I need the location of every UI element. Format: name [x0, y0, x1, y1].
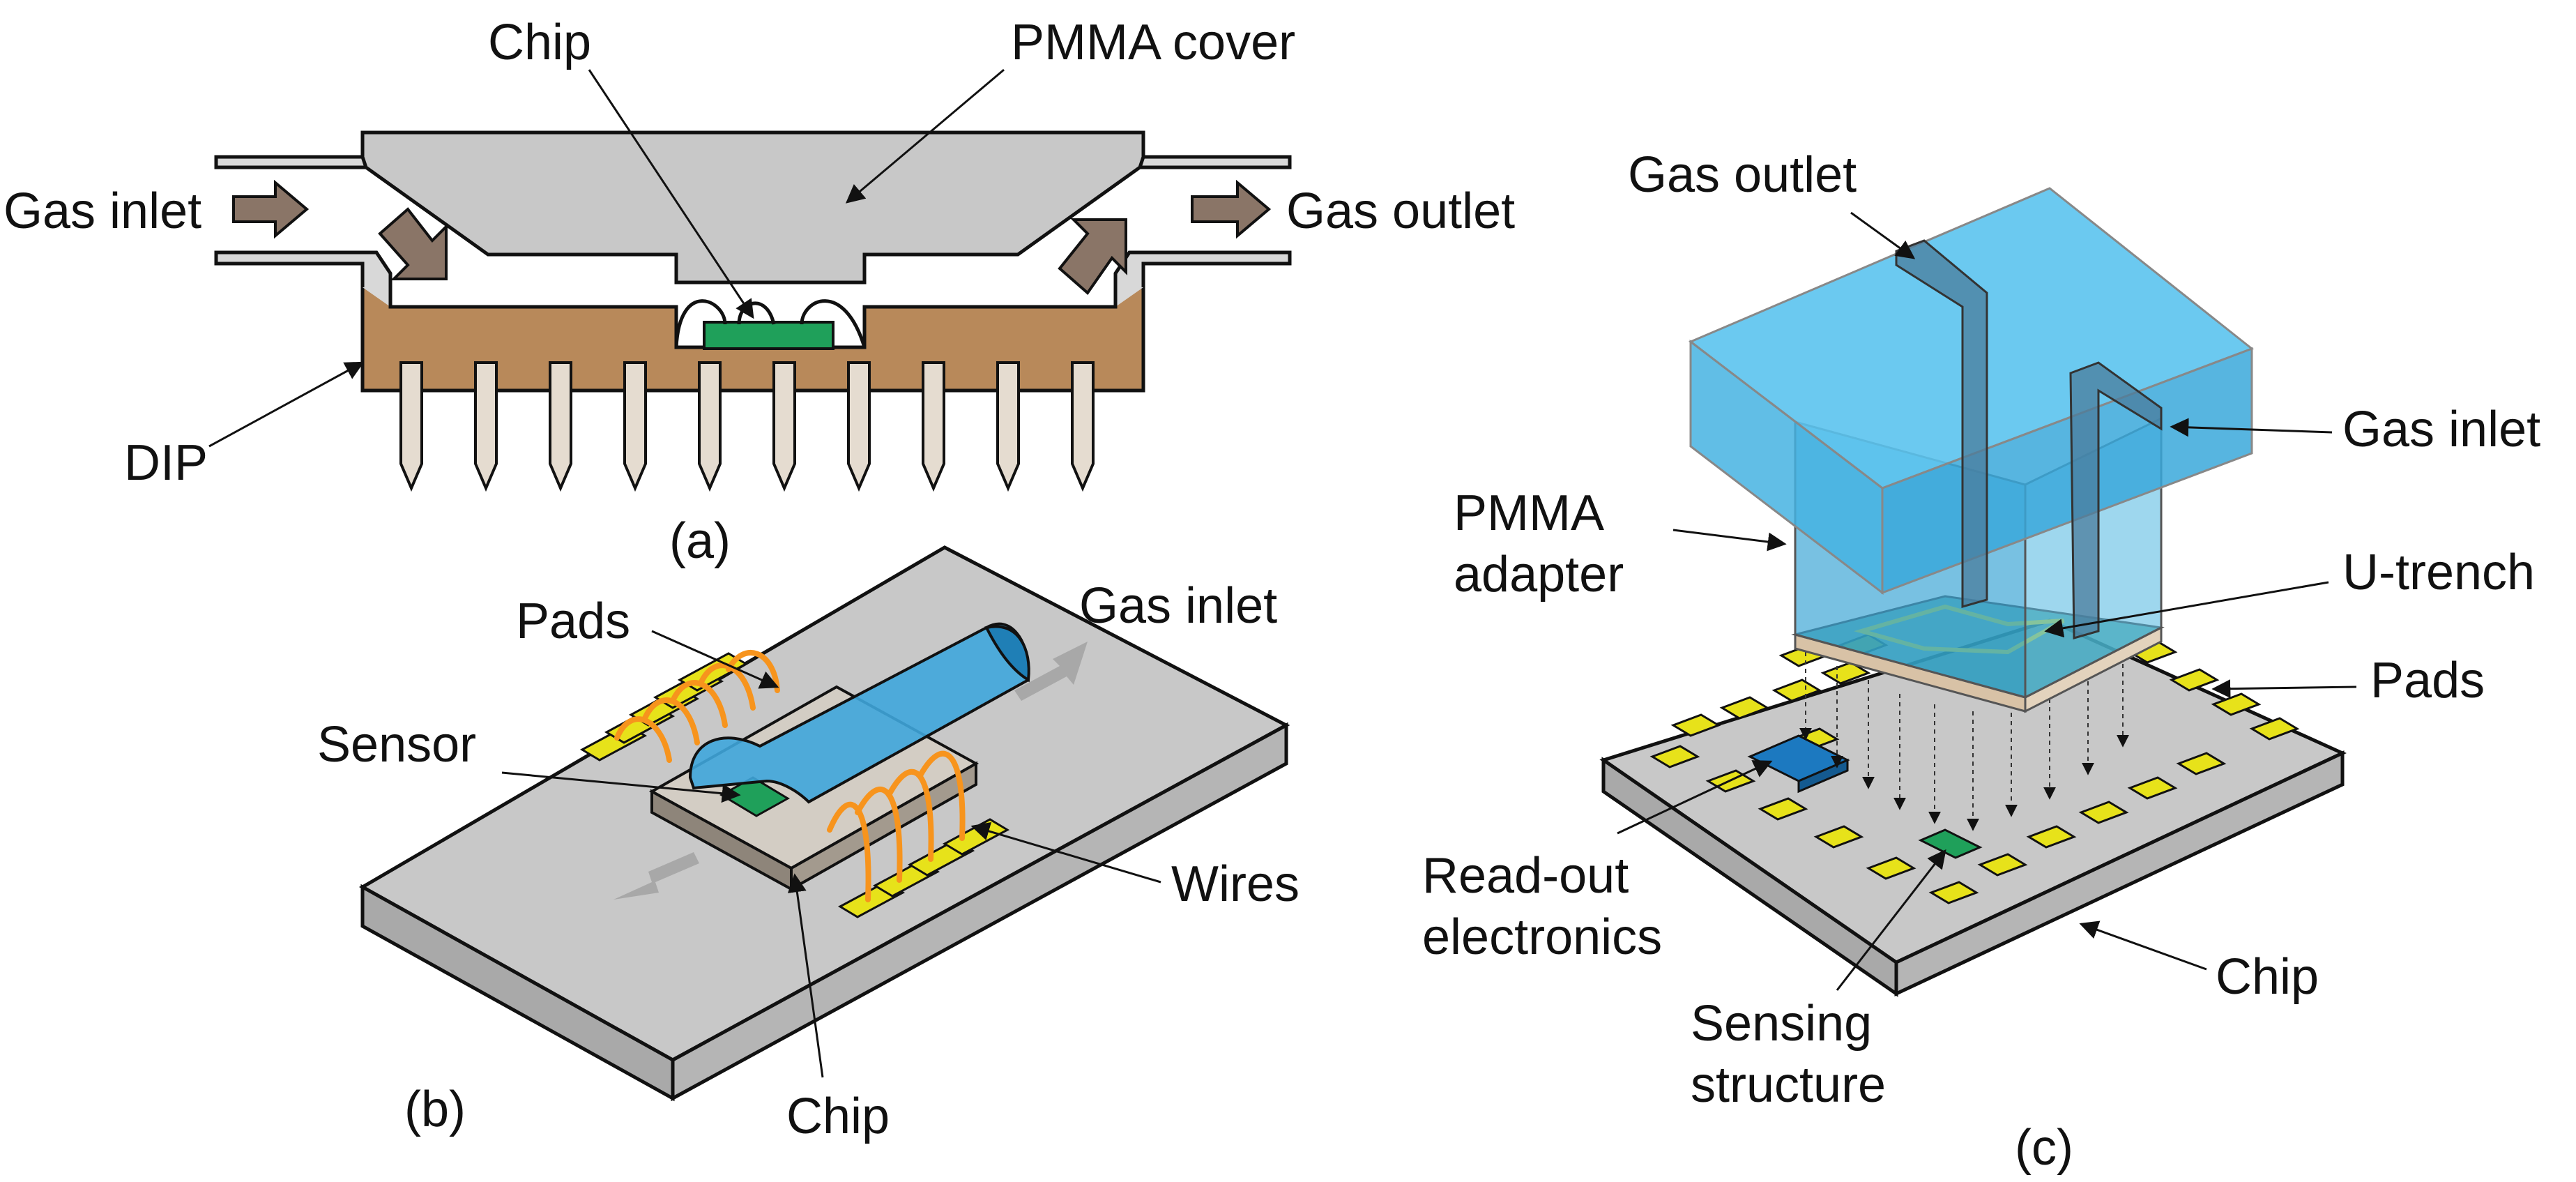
gas-inlet-tube: [2069, 361, 2163, 639]
panel-b: Pads Gas inlet Sensor Wires Chip (b): [317, 545, 1300, 1144]
pad: [2249, 717, 2300, 741]
bond-wire-right: [800, 299, 867, 348]
leader-u-trench: [2044, 581, 2329, 638]
chip-green: [703, 321, 834, 350]
pad: [2127, 776, 2178, 800]
pad: [1977, 853, 2028, 877]
label-pmma-adapter-2: adapter: [1454, 547, 1624, 603]
leader-gas-inlet-c: [2170, 418, 2333, 437]
pin: [922, 361, 945, 492]
label-gas-outlet-c: Gas outlet: [1628, 147, 1857, 203]
panel-a: Chip PMMA cover Gas inlet Gas outlet DIP…: [3, 15, 1515, 569]
gas-outlet-arrow-b: [613, 852, 699, 900]
pad: [1820, 661, 1871, 685]
blue-channel-cover: [688, 622, 1030, 804]
pad: [2078, 801, 2129, 824]
leader-sensing: [1836, 849, 1946, 991]
panel-c: Gas outlet Gas inlet PMMA adapter U-tren…: [1422, 147, 2540, 1176]
flow-arrow-outlet: [1191, 179, 1272, 239]
leader-dip: [208, 361, 365, 448]
leader-gas-outlet-c: [1850, 211, 1916, 259]
pin: [474, 361, 498, 492]
pad: [1670, 713, 1721, 737]
bond-wire-left: [674, 299, 727, 348]
label-gas-inlet-c: Gas inlet: [2342, 402, 2540, 457]
blue-channel-end: [984, 625, 1030, 683]
leader-wires: [970, 821, 1161, 884]
leader-sensor: [501, 771, 741, 803]
leader-chip-b: [787, 873, 824, 1078]
wire: [917, 750, 966, 841]
pin: [549, 361, 572, 492]
label-readout-1: Read-out: [1422, 848, 1629, 904]
flow-arrow-down: [378, 207, 448, 280]
label-pads-c: Pads: [2370, 653, 2485, 709]
pad: [1928, 881, 1979, 904]
pin: [623, 361, 647, 492]
pin: [1071, 361, 1095, 492]
inlet-channel-top: [214, 155, 368, 169]
caption-a: (a): [669, 513, 731, 569]
label-chip-a: Chip: [488, 15, 591, 70]
dip-pins: [399, 361, 1095, 492]
leader-chip-c: [2079, 920, 2207, 971]
pad: [1758, 797, 1808, 821]
pad: [2176, 752, 2227, 775]
label-dip: DIP: [124, 435, 208, 491]
pad: [2026, 825, 2077, 849]
pad: [2211, 692, 2262, 716]
pad: [1813, 825, 1864, 849]
label-chip-b: Chip: [786, 1089, 890, 1144]
pad: [1649, 745, 1700, 768]
label-u-trench: U-trench: [2342, 545, 2535, 600]
gas-outlet-tube: [1895, 239, 1988, 608]
projection-arrows: [1799, 652, 2129, 831]
leader-readout: [1617, 760, 1773, 835]
pin: [698, 361, 722, 492]
label-gas-inlet-b: Gas inlet: [1079, 578, 1277, 634]
pad: [1719, 696, 1770, 720]
chip-slab-side: [1894, 750, 2345, 997]
pad: [1866, 856, 1916, 880]
flow-arrow-inlet: [232, 179, 310, 239]
leader-pads-c: [2211, 679, 2357, 699]
label-sensing-2: structure: [1691, 1057, 1886, 1113]
housing-left-wall: [214, 250, 393, 307]
label-pmma-cover: PMMA cover: [1011, 15, 1295, 70]
housing-right-wall: [1113, 250, 1292, 307]
pin: [996, 361, 1020, 492]
caption-b: (b): [404, 1082, 466, 1137]
pin: [847, 361, 871, 492]
leader-pads-b: [651, 630, 779, 689]
label-gas-outlet-a: Gas outlet: [1286, 183, 1515, 239]
flow-arrow-up: [1058, 218, 1127, 295]
label-wires: Wires: [1171, 856, 1300, 912]
outlet-channel-top: [1138, 155, 1292, 169]
leader-pmma-adapter: [1672, 529, 1787, 552]
label-readout-2: electronics: [1422, 909, 1662, 965]
pin: [772, 361, 796, 492]
caption-c: (c): [2015, 1120, 2073, 1176]
pmma-cover: [360, 130, 1145, 285]
label-sensing-1: Sensing: [1691, 996, 1872, 1052]
leader-pmma-cover: [845, 68, 1005, 204]
label-sensor: Sensor: [317, 717, 476, 773]
label-pmma-adapter-1: PMMA: [1454, 485, 1604, 541]
gas-inlet-arrow-b: [1014, 642, 1088, 701]
leader-chip: [588, 69, 754, 319]
pin: [399, 361, 423, 492]
pad: [1771, 679, 1822, 702]
label-gas-inlet-a: Gas inlet: [3, 183, 201, 239]
label-chip-c: Chip: [2216, 949, 2319, 1005]
board-side: [671, 722, 1288, 1102]
label-pads-b: Pads: [516, 593, 630, 649]
